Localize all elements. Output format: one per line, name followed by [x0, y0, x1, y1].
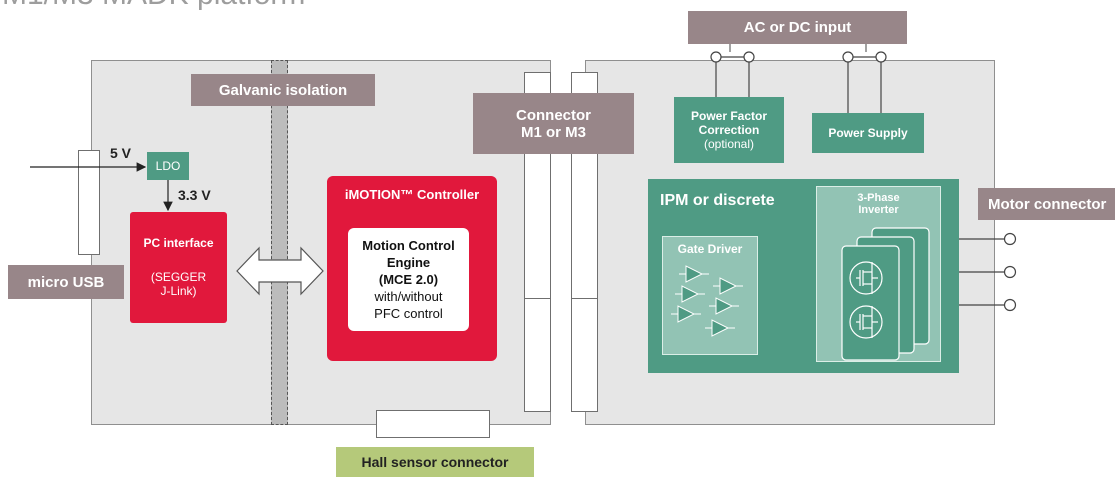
input-terminal-3	[842, 51, 854, 63]
inverter-label-line2: Inverter	[858, 204, 899, 216]
hall-connector-strip	[376, 410, 490, 438]
mce-line5: PFC control	[374, 306, 443, 321]
micro-usb-label: micro USB	[8, 265, 124, 299]
isolation-data-arrow	[236, 246, 324, 296]
connector-label-line2: M1 or M3	[520, 123, 586, 141]
inverter-label: 3-Phase Inverter	[816, 192, 941, 216]
mce-line4: with/without	[374, 289, 443, 304]
hall-sensor-label: Hall sensor connector	[336, 447, 534, 477]
input-terminal-1	[710, 51, 722, 63]
motor-terminal-u	[1003, 232, 1017, 246]
voltage-5v-label: 5 V	[110, 145, 132, 161]
pfc-subtitle: (optional)	[703, 137, 755, 151]
input-terminal-2	[743, 51, 755, 63]
pfc-title-line2: Correction	[698, 123, 760, 137]
isolation-barrier	[271, 60, 288, 425]
usb-port-strip	[78, 150, 100, 255]
mce-box: Motion Control Engine (MCE 2.0) with/wit…	[348, 228, 469, 331]
motor-terminal-v	[1003, 265, 1017, 279]
pc-interface-sub2: J-Link)	[160, 284, 197, 298]
ldo-box: LDO	[147, 152, 189, 180]
connector-strip-left-divider	[524, 298, 551, 299]
connector-label-line1: Connector	[516, 106, 591, 124]
pc-interface-box: PC interface (SEGGER J-Link)	[130, 212, 227, 323]
inverter-stack-icon	[841, 227, 930, 361]
mce-line3: (MCE 2.0)	[378, 272, 439, 287]
imotion-controller-label: iMOTION™ Controller	[344, 187, 480, 202]
connector-strip-right-divider	[571, 298, 598, 299]
transistor-icon-bottom	[849, 305, 883, 339]
power-supply-box: Power Supply	[812, 113, 924, 153]
gate-driver-box	[662, 236, 758, 355]
gate-driver-label: Gate Driver	[677, 242, 743, 256]
pc-interface-sub1: (SEGGER	[150, 270, 207, 284]
gate-driver-buffers-icon	[671, 265, 743, 337]
pfc-title-line1: Power Factor	[690, 109, 768, 123]
motor-connector-label: Motor connector	[978, 188, 1115, 220]
transistor-icon-top	[849, 261, 883, 295]
voltage-3v3-label: 3.3 V	[178, 187, 211, 203]
motor-terminal-w	[1003, 298, 1017, 312]
galvanic-isolation-label: Galvanic isolation	[191, 74, 375, 106]
ipm-label: IPM or discrete	[660, 192, 775, 209]
pfc-box: Power Factor Correction (optional)	[674, 97, 784, 163]
pc-interface-title: PC interface	[143, 236, 214, 250]
input-terminal-4	[875, 51, 887, 63]
connector-label: Connector M1 or M3	[473, 93, 634, 154]
page-title: M1/M3 MADK platform	[2, 0, 305, 12]
mce-line1: Motion Control	[362, 238, 455, 253]
inverter-label-line1: 3-Phase	[857, 192, 900, 204]
ac-dc-input-label: AC or DC input	[688, 11, 907, 44]
mce-line2: Engine	[386, 255, 431, 270]
